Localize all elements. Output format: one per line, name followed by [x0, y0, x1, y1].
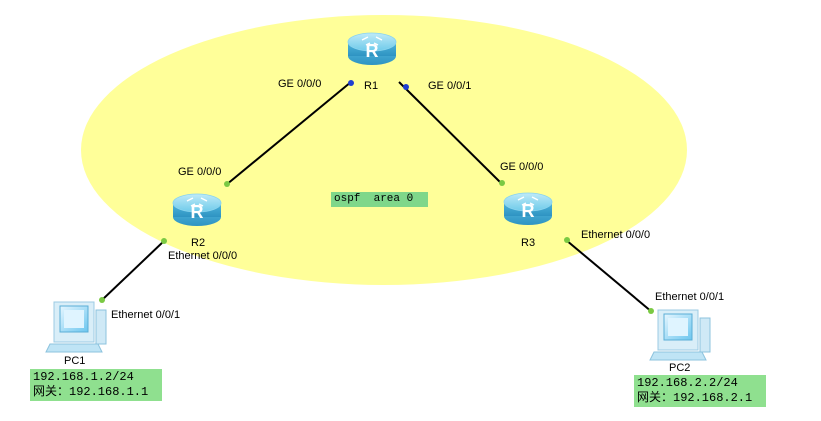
- port-dot-r3-eth000: [564, 237, 570, 243]
- link-r1-r2: [225, 81, 352, 186]
- ospf-area-label: ospf area 0: [331, 192, 428, 207]
- router-r1-icon[interactable]: [347, 32, 397, 66]
- router-r2-icon[interactable]: [172, 193, 222, 227]
- port-dot-r2-ge000: [224, 181, 230, 187]
- router-r3-label: R3: [521, 237, 536, 249]
- pc1-ip-box: 192.168.1.2/24 网关：192.168.1.1: [30, 369, 162, 401]
- if-label-pc2-eth001: Ethernet 0/0/1: [655, 291, 725, 303]
- port-dot-r1-ge001: [403, 84, 409, 90]
- pc2-ip-address: 192.168.2.2/24: [637, 376, 738, 390]
- link-r3-pc2: [565, 239, 653, 313]
- port-dot-r2-eth000: [161, 238, 167, 244]
- if-label-r1-ge000: GE 0/0/0: [278, 78, 322, 90]
- pc2-ip-box: 192.168.2.2/24 网关：192.168.2.1: [634, 375, 766, 407]
- port-dot-pc2-eth001: [648, 308, 654, 314]
- pc1-label: PC1: [64, 355, 86, 367]
- router-r1-label: R1: [364, 80, 379, 92]
- if-label-pc1-eth001: Ethernet 0/0/1: [111, 309, 181, 321]
- pc1-ip-address: 192.168.1.2/24: [33, 370, 134, 384]
- pc2-icon[interactable]: [649, 309, 711, 361]
- port-dot-r3-ge000: [499, 180, 505, 186]
- if-label-r3-ge000: GE 0/0/0: [500, 161, 544, 173]
- pc1-gateway: 网关：192.168.1.1: [33, 385, 149, 399]
- if-label-r2-eth000: Ethernet 0/0/0: [168, 250, 238, 262]
- pc1-icon[interactable]: [45, 301, 107, 353]
- port-dot-r1-ge000: [348, 80, 354, 86]
- link-r2-pc1: [101, 240, 165, 301]
- pc2-gateway: 网关：192.168.2.1: [637, 391, 753, 405]
- link-r1-r3: [398, 81, 503, 185]
- router-r3-icon[interactable]: [503, 192, 553, 226]
- router-r2-label: R2: [191, 237, 206, 249]
- if-label-r1-ge001: GE 0/0/1: [428, 80, 472, 92]
- if-label-r3-eth000: Ethernet 0/0/0: [581, 229, 651, 241]
- if-label-r2-ge000: GE 0/0/0: [178, 166, 222, 178]
- port-dot-pc1-eth001: [99, 297, 105, 303]
- pc2-label: PC2: [669, 362, 691, 374]
